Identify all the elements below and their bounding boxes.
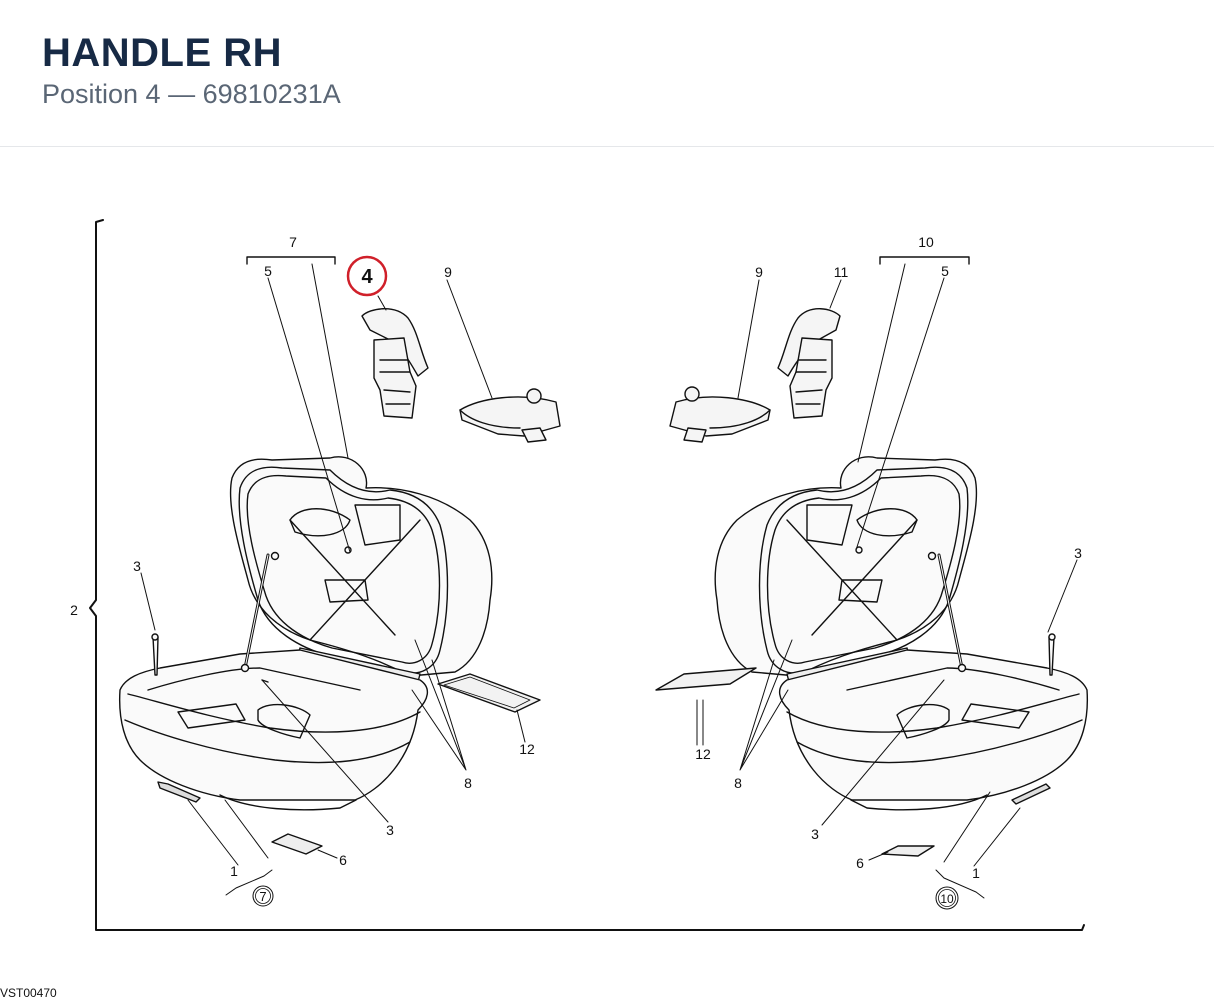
highlight-ring <box>346 255 388 297</box>
page-title: HANDLE RH <box>42 31 283 75</box>
right-case <box>714 456 1089 811</box>
diagram-code: VST00470 <box>0 986 57 1000</box>
callout-3-left: 3 <box>133 558 141 574</box>
callout-9-right: 9 <box>755 264 763 280</box>
handle-lh-part <box>777 308 841 419</box>
callout-6-right: 6 <box>856 855 864 871</box>
plate-6-left <box>271 833 323 855</box>
callout-3-bottom-left: 3 <box>386 822 394 838</box>
callout-5-right: 5 <box>941 263 949 279</box>
handle-rh-part <box>361 308 429 419</box>
callout-10-circled: 10 <box>940 892 954 906</box>
lock-cover-left <box>459 388 561 443</box>
callout-11: 11 <box>834 264 849 280</box>
callout-ring-7 <box>252 885 274 907</box>
callout-9-left: 9 <box>444 264 452 280</box>
bracket-10 <box>879 256 970 265</box>
pad-12-right <box>655 667 757 691</box>
callout-5-left: 5 <box>264 263 272 279</box>
page-header: HANDLE RH Position 4 — 69810231A <box>0 0 1214 147</box>
callout-10: 10 <box>918 234 934 250</box>
exploded-parts-diagram: 2 7 5 4 9 9 11 10 5 3 3 12 12 8 8 3 3 1 … <box>70 219 1089 931</box>
callout-6-left: 6 <box>339 852 347 868</box>
callout-1-right: 1 <box>972 865 980 881</box>
callout-3-bottom-right: 3 <box>811 826 819 842</box>
callout-8-left: 8 <box>464 775 472 791</box>
callout-8-right: 8 <box>734 775 742 791</box>
callout-3-right: 3 <box>1074 545 1082 561</box>
pad-12-left <box>437 673 541 713</box>
callout-12-right: 12 <box>695 746 711 762</box>
lock-cover-right <box>669 386 771 443</box>
page-subtitle: Position 4 — 69810231A <box>42 79 341 109</box>
left-case <box>118 456 493 811</box>
callout-highlight-4: 4 <box>361 266 373 288</box>
leader-lines <box>140 263 1078 899</box>
callout-ring-10 <box>935 886 959 910</box>
callout-2: 2 <box>70 602 78 618</box>
bracket-7 <box>246 256 336 265</box>
badge-left <box>157 781 201 803</box>
callout-12-left: 12 <box>519 741 535 757</box>
badge-right <box>1011 783 1051 805</box>
callout-7-circled: 7 <box>259 889 266 904</box>
callout-1-left: 1 <box>230 863 238 879</box>
assembly-bracket <box>89 219 1085 931</box>
callout-7: 7 <box>289 234 297 250</box>
plate-6-right <box>881 845 935 857</box>
